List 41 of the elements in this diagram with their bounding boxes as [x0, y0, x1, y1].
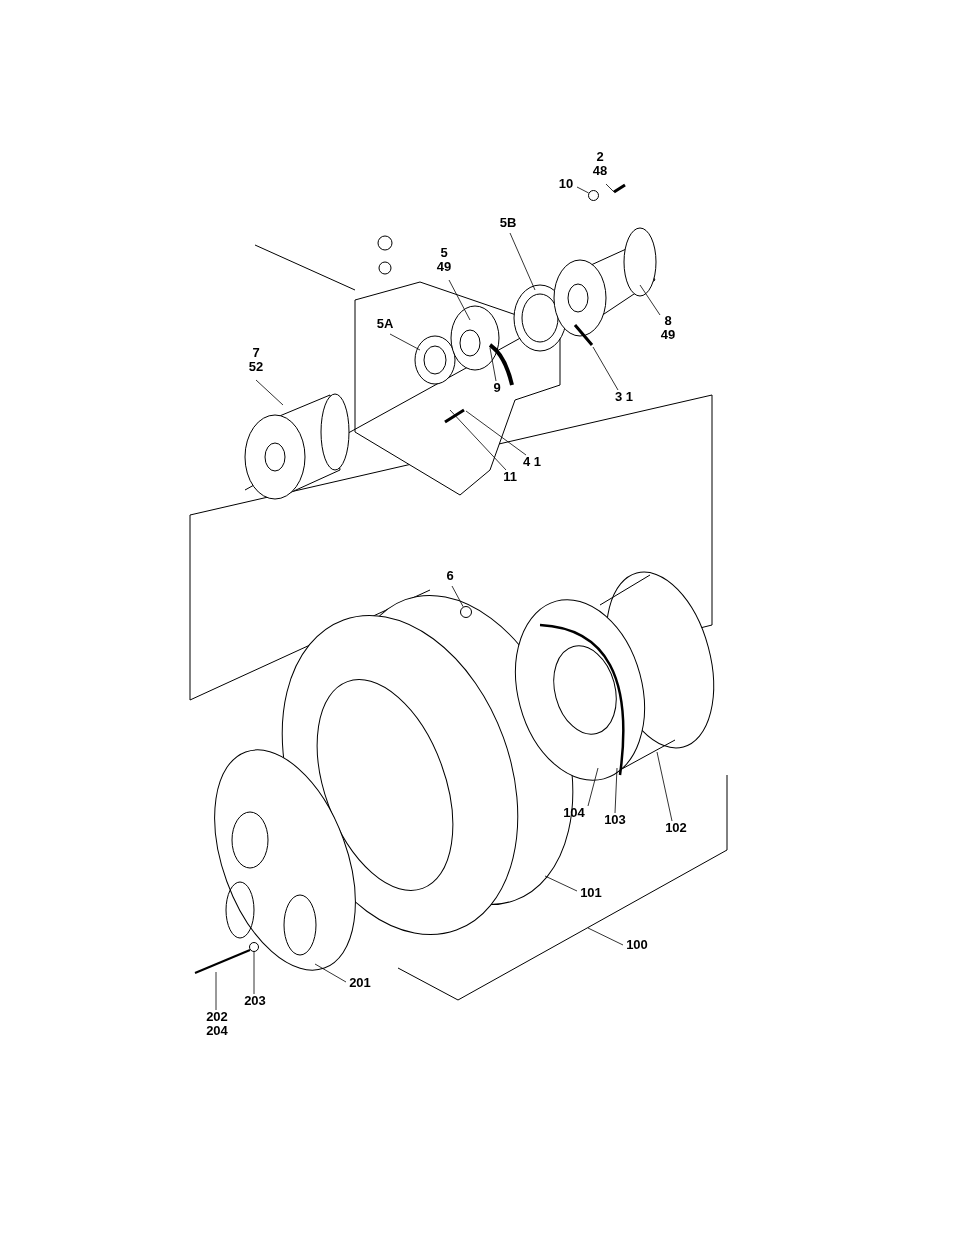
leader-line — [614, 767, 618, 814]
leader-line — [253, 951, 255, 995]
callout-number: 100 — [626, 938, 648, 952]
callout-number: 11 — [503, 470, 517, 484]
callout-number: 5B — [499, 216, 517, 230]
callout-number: 4 1 — [522, 455, 542, 469]
leader-line — [592, 346, 619, 391]
leader-line — [576, 186, 589, 194]
leader-line — [605, 183, 615, 193]
washer — [588, 190, 599, 201]
callout-number: 2 48 — [591, 150, 609, 178]
callout-number: 203 — [244, 994, 266, 1008]
callout-number: 9 — [493, 381, 501, 395]
leader-line — [587, 927, 624, 946]
leader-line — [314, 963, 347, 983]
callout-number: 201 — [349, 976, 371, 990]
leader-line — [215, 971, 217, 1011]
washer — [249, 942, 259, 952]
callout-number: 10 — [558, 177, 574, 191]
leader-line — [656, 751, 673, 822]
callout-number: 3 1 — [614, 390, 634, 404]
leader-line — [489, 347, 497, 382]
callout-number: 6 — [446, 569, 454, 583]
callout-number: 101 — [580, 886, 602, 900]
leader-line — [509, 232, 536, 291]
leader-line — [451, 585, 464, 608]
callout-number: 8 49 — [659, 314, 677, 342]
leader-line — [465, 410, 527, 456]
leader-line — [587, 767, 599, 807]
leader-line — [448, 279, 471, 321]
callout-number: 5 49 — [435, 246, 453, 274]
leader-line — [255, 379, 284, 406]
callout-number: 5A — [376, 317, 394, 331]
callout-number: 103 — [604, 813, 626, 827]
callout-number: 202 204 — [205, 1010, 229, 1038]
leader-line — [449, 409, 507, 471]
leader-line — [389, 333, 421, 351]
callout-number: 102 — [665, 821, 687, 835]
callout-number: 7 52 — [247, 346, 265, 374]
leader-line — [544, 875, 578, 892]
leader-line — [639, 284, 661, 316]
